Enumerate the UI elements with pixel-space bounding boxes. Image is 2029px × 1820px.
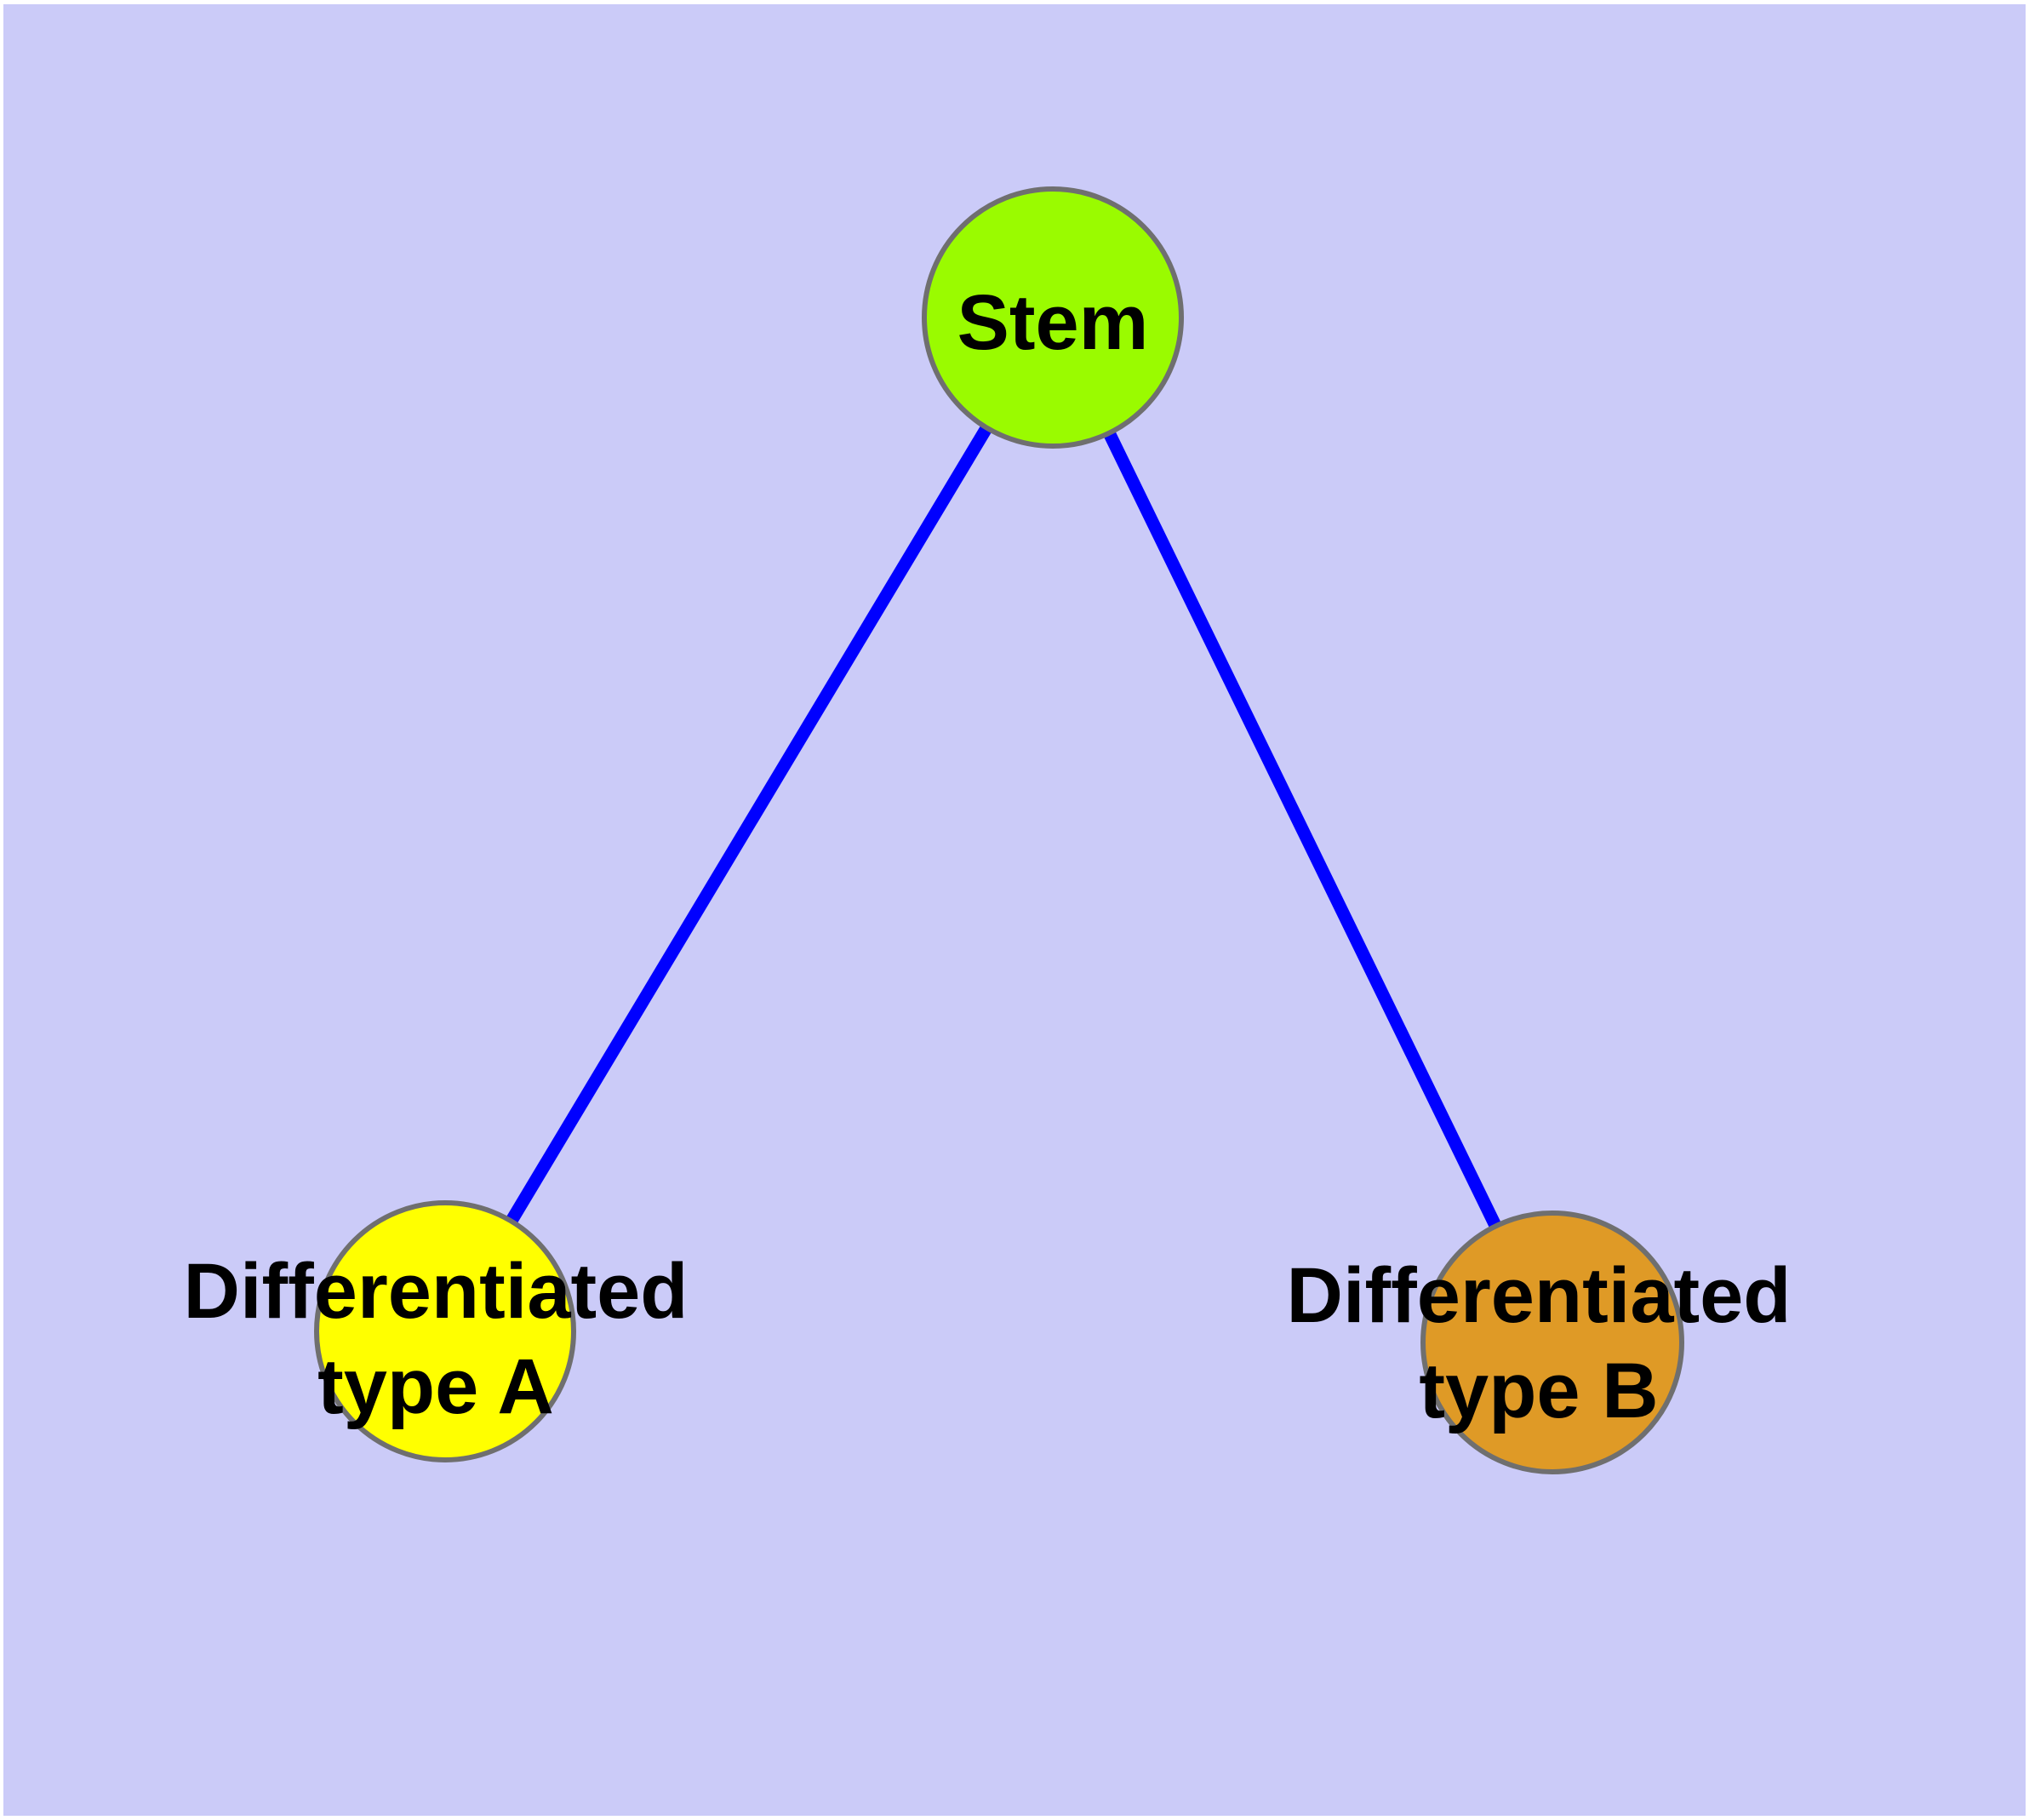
node-type-b-label-line2: type B — [1419, 1348, 1658, 1434]
edge-stem-to-type-a — [439, 314, 1059, 1335]
node-stem-label: Stem — [957, 279, 1149, 366]
node-type-b-label-line1: Differentiated — [1287, 1252, 1792, 1339]
node-stem-circle — [922, 186, 1184, 449]
node-type-a-label-line2: type A — [317, 1343, 554, 1430]
edge-stem-to-type-b — [1047, 314, 1558, 1346]
node-type-a-label-line1: Differentiated — [184, 1248, 689, 1335]
node-type-b-circle — [1420, 1210, 1684, 1474]
node-type-a-circle — [314, 1200, 576, 1462]
